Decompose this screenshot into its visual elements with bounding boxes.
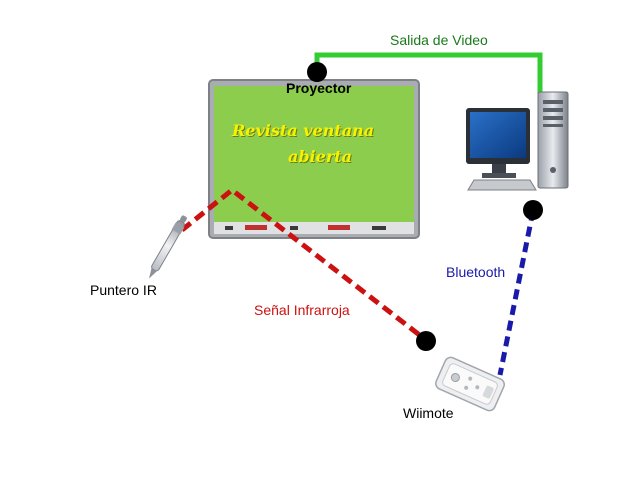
wiimote-node: [416, 331, 436, 351]
computer-node: [523, 200, 543, 220]
ir-pen-icon: [149, 215, 187, 279]
video-output-label: Salida de Video: [390, 32, 488, 48]
bluetooth-label: Bluetooth: [446, 264, 506, 280]
wiimote-label: Wiimote: [403, 405, 454, 421]
ir-pointer-label: Puntero IR: [90, 282, 157, 298]
board-title-line1: Revista ventana: [232, 121, 375, 140]
computer-icon: [466, 91, 569, 191]
bluetooth-line: [497, 210, 536, 376]
projector-label: Proyector: [286, 80, 352, 96]
board-title: Revista ventana abierta: [232, 118, 402, 170]
whiteboard: [208, 79, 420, 239]
wiimote-icon: [435, 356, 505, 412]
projector-node: [307, 62, 327, 82]
board-title-line2: abierta: [288, 147, 352, 166]
board-tray-buttons: [225, 225, 386, 230]
ir-signal-label: Señal Infrarroja: [254, 302, 350, 318]
ir-signal-line: [180, 186, 428, 342]
